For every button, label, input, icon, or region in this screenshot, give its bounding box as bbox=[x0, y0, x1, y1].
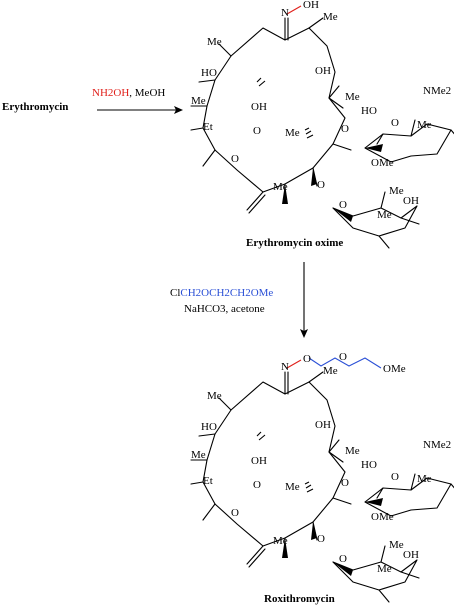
reagent-base-solvent: NaHCO3, acetone bbox=[184, 303, 265, 315]
o-label: O bbox=[253, 125, 261, 137]
oh-label: OH bbox=[315, 419, 331, 431]
me-label: Me bbox=[323, 365, 338, 377]
me-label: Me bbox=[417, 473, 432, 485]
o-label: O bbox=[339, 553, 347, 565]
step2-reagents: ClCH2OCH2CH2OMe NaHCO3, acetone bbox=[170, 287, 273, 315]
oh-label: OH bbox=[251, 101, 267, 113]
ho-label: HO bbox=[361, 459, 377, 471]
ho-label: HO bbox=[201, 67, 217, 79]
reagent-cl: Cl bbox=[170, 287, 180, 299]
o-label: O bbox=[231, 507, 239, 519]
me-label: Me bbox=[377, 209, 392, 221]
ether-o: O bbox=[339, 351, 347, 363]
svg-text:ClCH2OCH2CH2OMe: ClCH2OCH2CH2OMe bbox=[170, 287, 273, 299]
oh-label: OH bbox=[315, 65, 331, 77]
erythromycin-oxime-structure: N OH Me Me HO Me OH Et O O Me OH Me O Me… bbox=[190, 0, 454, 249]
ho-label: HO bbox=[361, 105, 377, 117]
nme2-label: NMe2 bbox=[423, 439, 451, 451]
oh-label: OH bbox=[403, 195, 419, 207]
et-label: Et bbox=[203, 475, 213, 487]
oh-label: OH bbox=[251, 455, 267, 467]
o-label: O bbox=[317, 179, 325, 191]
me-label: Me bbox=[273, 535, 288, 547]
oxime-n: N bbox=[281, 361, 289, 373]
me-label: Me bbox=[207, 390, 222, 402]
o-label: O bbox=[339, 199, 347, 211]
product-label: Roxithromycin bbox=[264, 593, 335, 605]
ho-label: HO bbox=[201, 421, 217, 433]
oxime-oh: OH bbox=[303, 0, 319, 11]
me-label: Me bbox=[191, 95, 206, 107]
oxime-n: N bbox=[281, 7, 289, 19]
me-label: Me bbox=[323, 11, 338, 23]
me-label: Me bbox=[207, 36, 222, 48]
step1-reagents: NH2OH, MeOH bbox=[92, 87, 165, 99]
me-label: Me bbox=[345, 445, 360, 457]
et-label: Et bbox=[203, 121, 213, 133]
o-label: O bbox=[317, 533, 325, 545]
o-label: O bbox=[391, 117, 399, 129]
oxime-o: O bbox=[303, 353, 311, 365]
o-label: O bbox=[231, 153, 239, 165]
reaction-arrow-2 bbox=[300, 262, 308, 338]
reagent-methanol: , MeOH bbox=[129, 87, 165, 99]
me-label: Me bbox=[389, 185, 404, 197]
starting-material-label: Erythromycin bbox=[2, 101, 68, 113]
intermediate-label: Erythromycin oxime bbox=[246, 237, 343, 249]
me-label: Me bbox=[417, 119, 432, 131]
me-label: Me bbox=[389, 539, 404, 551]
svg-text:NH2OH, MeOH: NH2OH, MeOH bbox=[92, 87, 165, 99]
reagent-mem-chain: CH2OCH2CH2OMe bbox=[180, 287, 273, 299]
me-label: Me bbox=[191, 449, 206, 461]
ome-label: OMe bbox=[371, 511, 394, 523]
o-label: O bbox=[391, 471, 399, 483]
nme2-label: NMe2 bbox=[423, 85, 451, 97]
reaction-arrow-1 bbox=[97, 106, 183, 114]
roxithromycin-structure: N O O OMe Me Me HO Me OH Et O O Me OH Me… bbox=[190, 351, 454, 603]
o-label: O bbox=[341, 477, 349, 489]
me-label: Me bbox=[377, 563, 392, 575]
me-label: Me bbox=[285, 127, 300, 139]
ome-blue: OMe bbox=[383, 363, 406, 375]
me-label: Me bbox=[285, 481, 300, 493]
o-label: O bbox=[253, 479, 261, 491]
reagent-hydroxylamine: NH2OH bbox=[92, 87, 129, 99]
oh-label: OH bbox=[403, 549, 419, 561]
me-label: Me bbox=[345, 91, 360, 103]
me-label: Me bbox=[273, 181, 288, 193]
ome-label: OMe bbox=[371, 157, 394, 169]
o-label: O bbox=[341, 123, 349, 135]
